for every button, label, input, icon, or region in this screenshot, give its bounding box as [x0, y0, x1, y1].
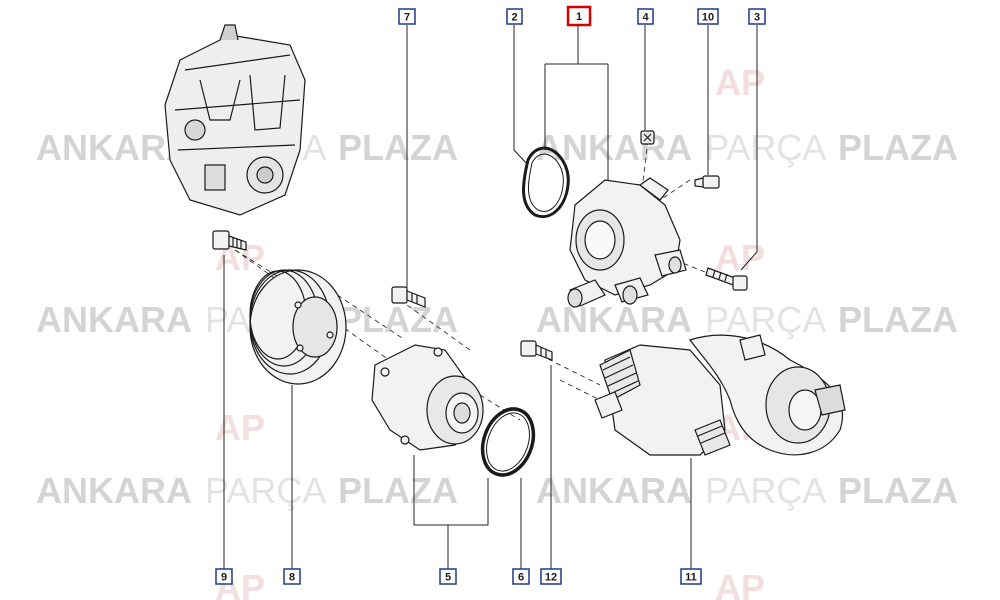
callout-1[interactable]: 1 [566, 5, 592, 27]
bolt-part-12 [520, 340, 553, 361]
callout-4[interactable]: 4 [637, 8, 654, 25]
callout-11[interactable]: 11 [680, 568, 702, 585]
callout-label-1: 1 [576, 11, 582, 23]
callout-label-6: 6 [518, 572, 524, 584]
callout-label-10: 10 [702, 12, 714, 24]
callout-5[interactable]: 5 [439, 568, 457, 585]
watermark-word-ankara: ANKARA [536, 299, 692, 340]
thermostat-assembly-part-11 [594, 334, 846, 456]
watermark-word-plaza: PLAZA [838, 470, 958, 511]
plug-part-10 [694, 175, 720, 189]
callout-label-4: 4 [642, 12, 649, 24]
bolt-part-7 [391, 286, 426, 308]
callout-10[interactable]: 10 [697, 8, 719, 25]
callout-label-9: 9 [221, 572, 227, 584]
callout-3[interactable]: 3 [748, 8, 766, 25]
watermark-word-plaza: PLAZA [838, 299, 958, 340]
watermark-word-plaza: PLAZA [838, 127, 958, 168]
water-pump-part-5 [371, 344, 484, 451]
o-ring-part-6 [480, 407, 536, 477]
callout-9[interactable]: 9 [215, 568, 233, 585]
watermark-row-3: ANKARA PARÇA PLAZA ANKARA PARÇA PLAZA [36, 470, 958, 511]
callout-label-12: 12 [545, 572, 557, 584]
callout-2[interactable]: 2 [506, 8, 523, 25]
engine-illustration [164, 24, 306, 216]
watermark-logo-8: AP [715, 567, 765, 600]
watermark-logo-2: AP [715, 62, 765, 103]
watermark-word-parca: PARÇA [205, 470, 326, 511]
callout-boxes: 1 2 3 4 7 10 9 8 [215, 5, 766, 585]
gasket-part-2 [522, 146, 570, 219]
watermark-word-parca: PARÇA [705, 299, 826, 340]
callout-6[interactable]: 6 [512, 568, 530, 585]
watermark-word-parca: PARÇA [705, 127, 826, 168]
callout-7[interactable]: 7 [398, 8, 416, 25]
callout-label-8: 8 [289, 572, 295, 584]
callout-label-2: 2 [511, 12, 517, 24]
thermostat-housing-part-1 [567, 177, 687, 308]
callout-label-7: 7 [404, 12, 410, 24]
watermark-word-ankara: ANKARA [36, 299, 192, 340]
callout-label-5: 5 [445, 572, 451, 584]
bolt-part-9 [212, 230, 247, 251]
watermark-logo-4: AP [715, 237, 765, 278]
watermark-word-ankara: ANKARA [36, 127, 192, 168]
pulley-part-8 [249, 269, 347, 385]
watermark-word-ankara: ANKARA [536, 470, 692, 511]
callout-label-3: 3 [754, 12, 760, 24]
watermark-word-plaza: PLAZA [338, 127, 458, 168]
watermark-word-ankara: ANKARA [36, 470, 192, 511]
watermark-logo-5: AP [215, 407, 265, 448]
watermark-word-plaza: PLAZA [338, 470, 458, 511]
watermark-word-ankara: ANKARA [536, 127, 692, 168]
leader-lines [223, 25, 758, 569]
bolt-part-3 [705, 267, 748, 291]
callout-8[interactable]: 8 [283, 568, 301, 585]
sensor-part-4 [640, 130, 655, 145]
watermark-word-plaza: PLAZA [338, 299, 458, 340]
watermark-word-parca: PARÇA [705, 470, 826, 511]
callout-12[interactable]: 12 [540, 568, 562, 585]
callout-label-11: 11 [685, 572, 697, 584]
watermark-row-2: ANKARA PARÇA PLAZA ANKARA PARÇA PLAZA [36, 299, 958, 340]
